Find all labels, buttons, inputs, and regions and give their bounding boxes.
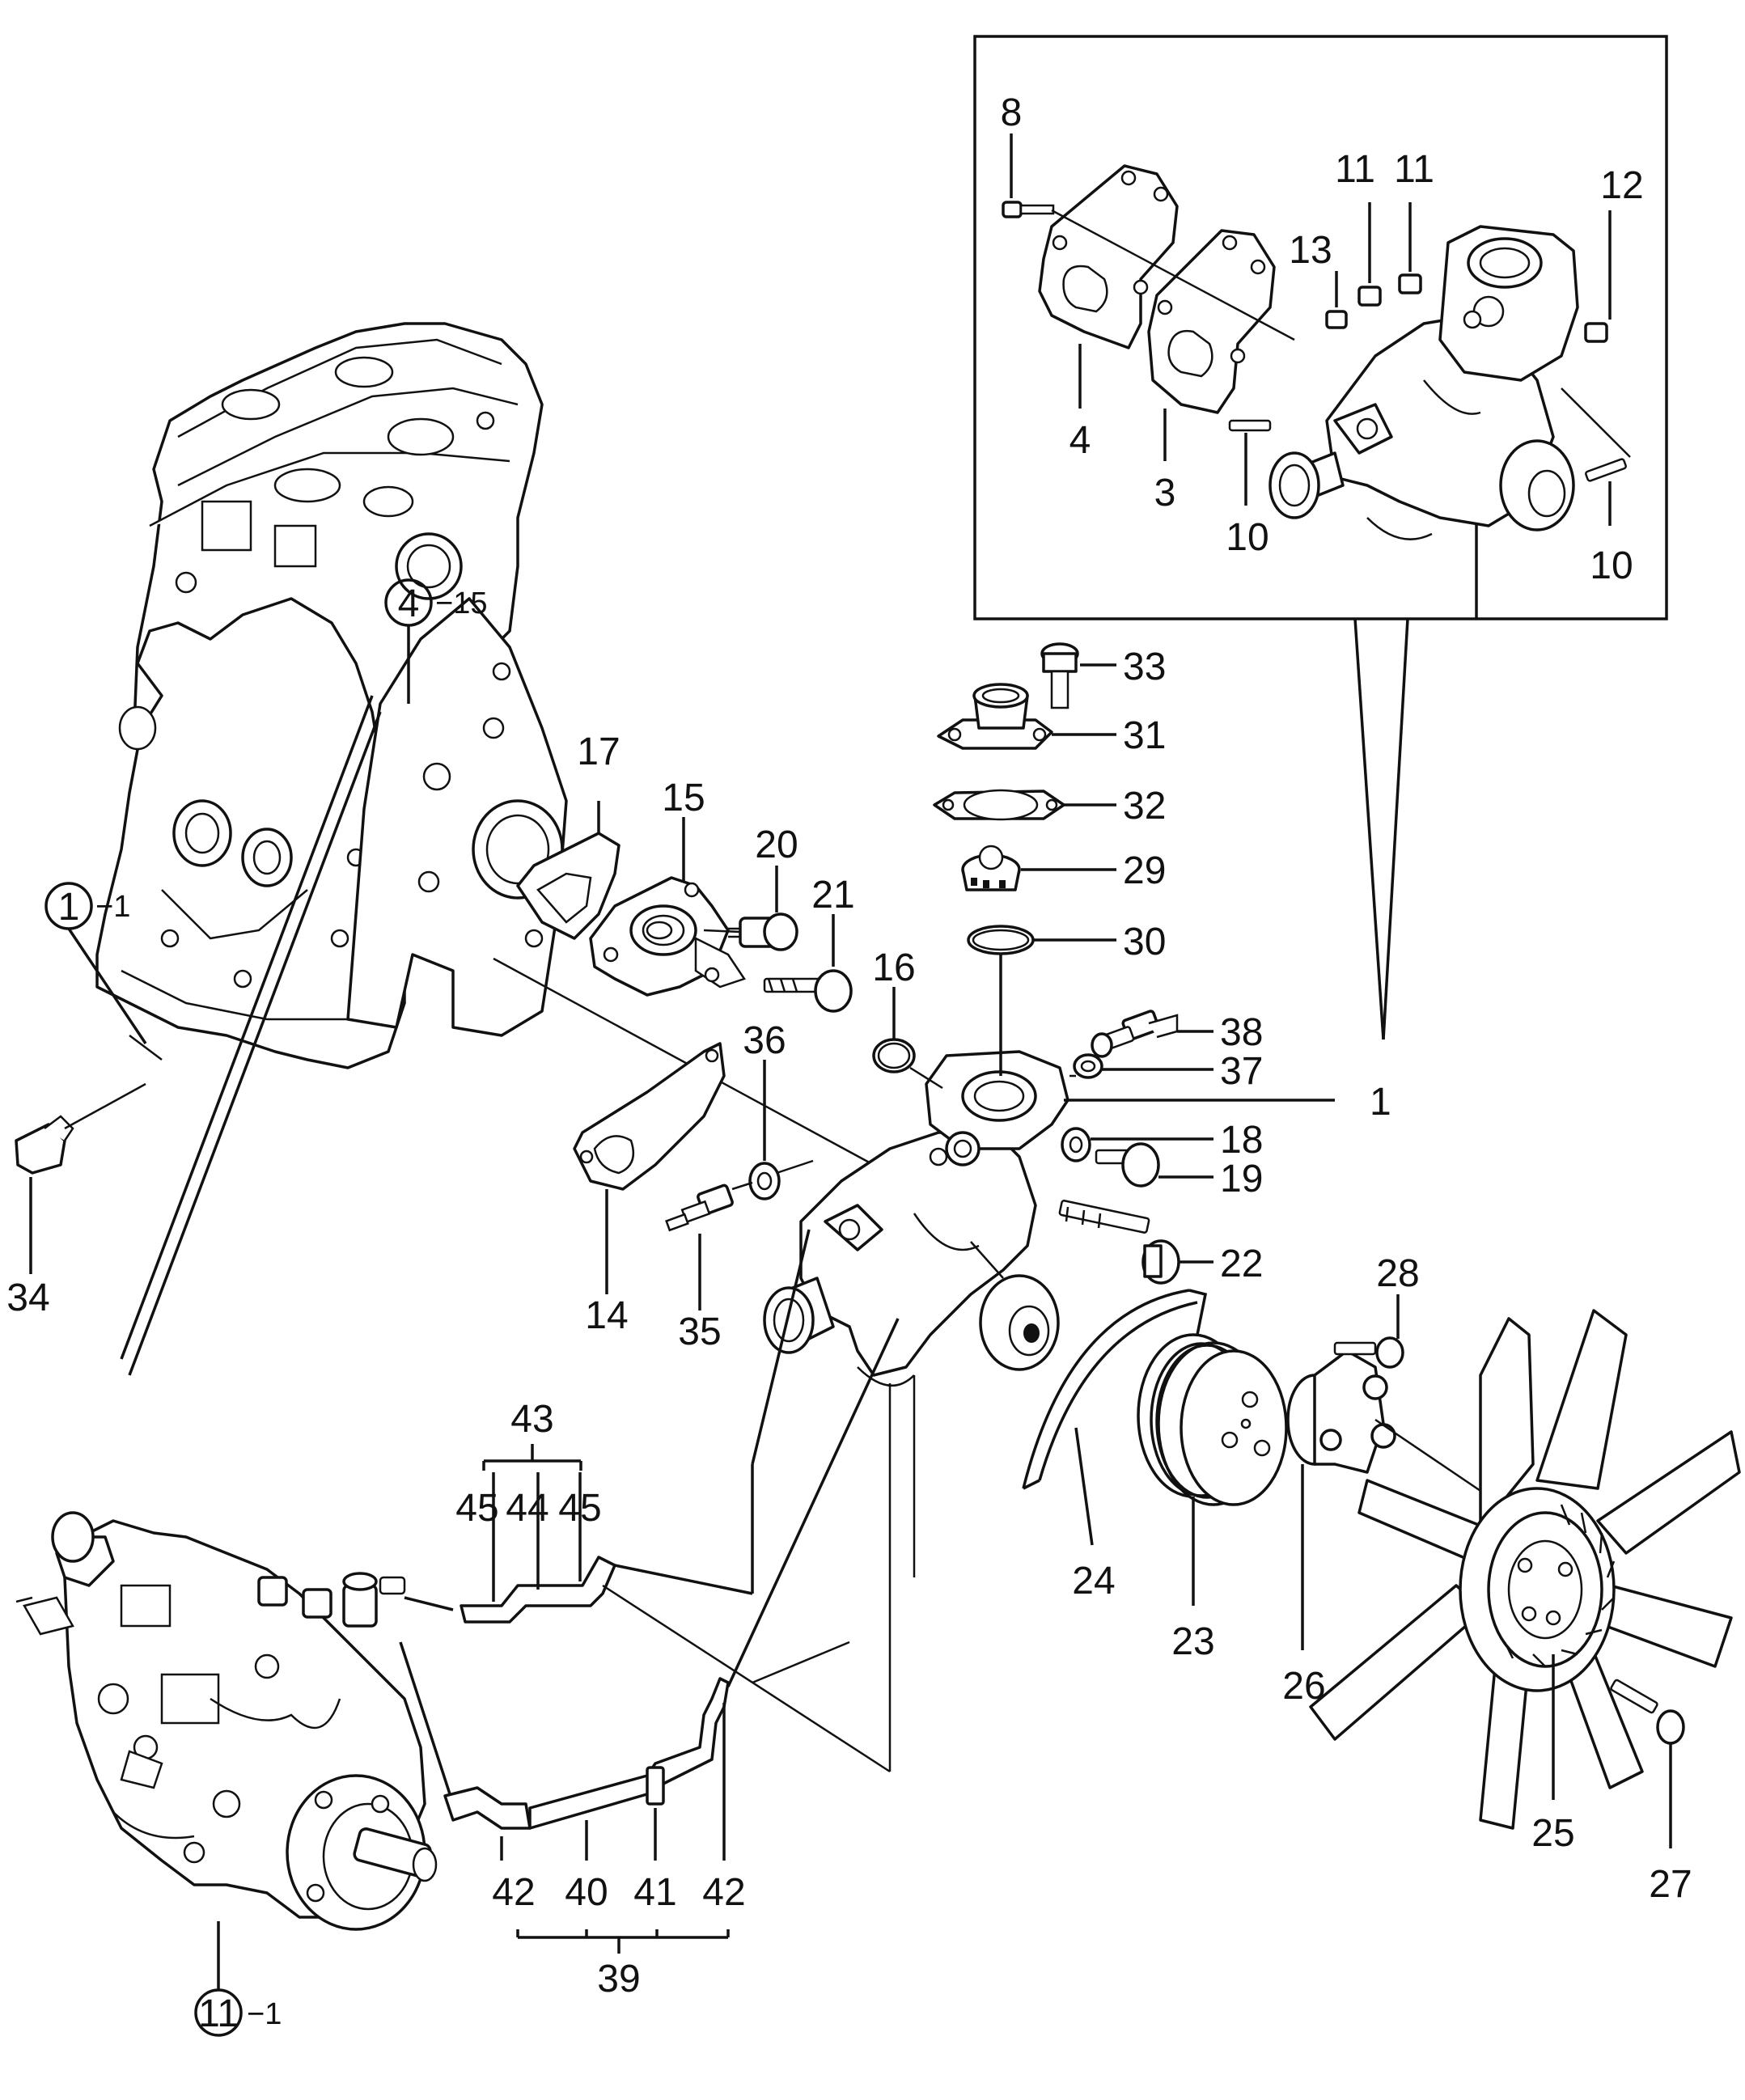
washer-part-36 bbox=[748, 1060, 814, 1200]
label-45a: 45 bbox=[455, 1487, 498, 1530]
label-32: 32 bbox=[1123, 785, 1166, 828]
inset-water-pump-body bbox=[1269, 225, 1579, 540]
bolt-part-27 bbox=[1610, 1679, 1685, 1848]
fan-part-25 bbox=[1309, 1309, 1741, 1830]
spacer-part-26 bbox=[1286, 1349, 1514, 1650]
label-39: 39 bbox=[597, 1958, 640, 2001]
washer-part-37 bbox=[1069, 1053, 1213, 1079]
gasket-part-32 bbox=[933, 789, 1116, 821]
pin-part-10b bbox=[1561, 387, 1631, 526]
label-21: 21 bbox=[811, 874, 854, 917]
inset-detail-box bbox=[973, 35, 1668, 1040]
o-ring-part-16 bbox=[872, 987, 943, 1090]
part-number-labels: 8 4 3 10 10 11 11 13 12 33 31 32 29 30 3… bbox=[6, 91, 1692, 2001]
label-27: 27 bbox=[1649, 1863, 1692, 1906]
bolt-part-20 bbox=[703, 866, 798, 951]
label-17: 17 bbox=[577, 730, 620, 773]
plug-part-12 bbox=[1584, 210, 1612, 343]
thermostat-part-29 bbox=[961, 845, 1116, 891]
label-23: 23 bbox=[1171, 1620, 1214, 1663]
ref-block-number: 1 bbox=[58, 886, 80, 929]
bolt-part-22 bbox=[1058, 1200, 1213, 1285]
gasket-part-14 bbox=[573, 1042, 726, 1294]
bolt-part-21 bbox=[763, 914, 853, 1013]
label-12: 12 bbox=[1600, 164, 1643, 207]
label-10b: 10 bbox=[1590, 544, 1633, 587]
pulley-part-23 bbox=[1137, 1333, 1288, 1606]
label-4: 4 bbox=[1069, 419, 1091, 462]
label-26: 26 bbox=[1282, 1665, 1325, 1708]
label-14: 14 bbox=[585, 1294, 628, 1337]
cylinder-block bbox=[95, 597, 406, 1069]
bolt-part-28 bbox=[1333, 1294, 1404, 1369]
label-15: 15 bbox=[662, 777, 705, 819]
pipe-assembly-part-43 bbox=[404, 1229, 811, 1624]
label-30: 30 bbox=[1123, 921, 1166, 963]
label-31: 31 bbox=[1123, 714, 1166, 757]
label-42a: 42 bbox=[492, 1871, 535, 1914]
gasket-part-3 bbox=[1147, 229, 1276, 461]
label-36: 36 bbox=[743, 1019, 786, 1062]
main-water-pump-body bbox=[763, 1050, 1069, 1387]
ref-pump-number: 11 bbox=[198, 1992, 239, 2035]
bolt-part-8 bbox=[1002, 133, 1295, 341]
label-42b: 42 bbox=[702, 1871, 745, 1914]
label-16: 16 bbox=[872, 946, 915, 989]
label-29: 29 bbox=[1123, 849, 1166, 892]
label-22: 22 bbox=[1220, 1243, 1263, 1285]
thermostat-outlet-part-15 bbox=[589, 817, 746, 997]
pipe-assembly-part-39 bbox=[399, 1318, 900, 1954]
plug-part-13 bbox=[1325, 271, 1348, 329]
label-24: 24 bbox=[1072, 1560, 1115, 1603]
label-44: 44 bbox=[506, 1487, 548, 1530]
ref-head-suffix: −15 bbox=[435, 586, 487, 620]
pin-part-10a bbox=[1228, 419, 1272, 506]
label-37: 37 bbox=[1220, 1050, 1263, 1093]
label-38: 38 bbox=[1220, 1011, 1263, 1054]
ref-head-number: 4 bbox=[398, 582, 420, 625]
sensor-part-38 bbox=[1091, 1010, 1213, 1058]
injection-pump-assembly bbox=[15, 1511, 438, 1990]
ref-bubble-head: 4 −15 bbox=[384, 578, 487, 704]
gasket-part-4 bbox=[1038, 164, 1179, 409]
label-11a: 11 bbox=[1335, 148, 1375, 191]
o-ring-part-30 bbox=[967, 925, 1116, 1076]
label-35: 35 bbox=[678, 1310, 721, 1353]
label-11b: 11 bbox=[1394, 148, 1434, 191]
label-33: 33 bbox=[1123, 646, 1166, 688]
thermostat-cover-part-31 bbox=[937, 683, 1116, 750]
label-18: 18 bbox=[1220, 1119, 1263, 1162]
label-10a: 10 bbox=[1226, 516, 1269, 559]
bolt-part-19 bbox=[1095, 1142, 1213, 1188]
washer-part-18 bbox=[1061, 1127, 1213, 1162]
gasket-part-17 bbox=[516, 801, 620, 940]
label-45b: 45 bbox=[558, 1487, 601, 1530]
ref-bubble-pump: 11 −1 bbox=[194, 1988, 282, 2037]
ref-block-suffix: −1 bbox=[95, 890, 130, 924]
label-28: 28 bbox=[1376, 1252, 1419, 1295]
label-43: 43 bbox=[510, 1398, 553, 1441]
label-1: 1 bbox=[1370, 1081, 1391, 1124]
label-34: 34 bbox=[6, 1277, 49, 1319]
v-belt-part-24 bbox=[1022, 1289, 1208, 1546]
label-41: 41 bbox=[633, 1871, 676, 1914]
label-19: 19 bbox=[1220, 1158, 1263, 1200]
fitting-part-35 bbox=[665, 1181, 753, 1310]
label-25: 25 bbox=[1531, 1812, 1574, 1855]
label-20: 20 bbox=[755, 823, 798, 866]
ref-pump-suffix: −1 bbox=[247, 1997, 282, 2031]
section-cut-lines bbox=[120, 695, 382, 1376]
bolt-part-33 bbox=[1040, 642, 1116, 709]
label-13: 13 bbox=[1289, 229, 1332, 272]
label-3: 3 bbox=[1154, 472, 1176, 514]
drain-plug-part-34 bbox=[15, 1082, 146, 1274]
label-40: 40 bbox=[565, 1871, 608, 1914]
plug-part-11a bbox=[1357, 202, 1382, 307]
ref-bubble-block: 1 −1 bbox=[44, 882, 147, 1044]
plug-part-11b bbox=[1398, 202, 1422, 294]
label-8: 8 bbox=[1001, 91, 1023, 134]
